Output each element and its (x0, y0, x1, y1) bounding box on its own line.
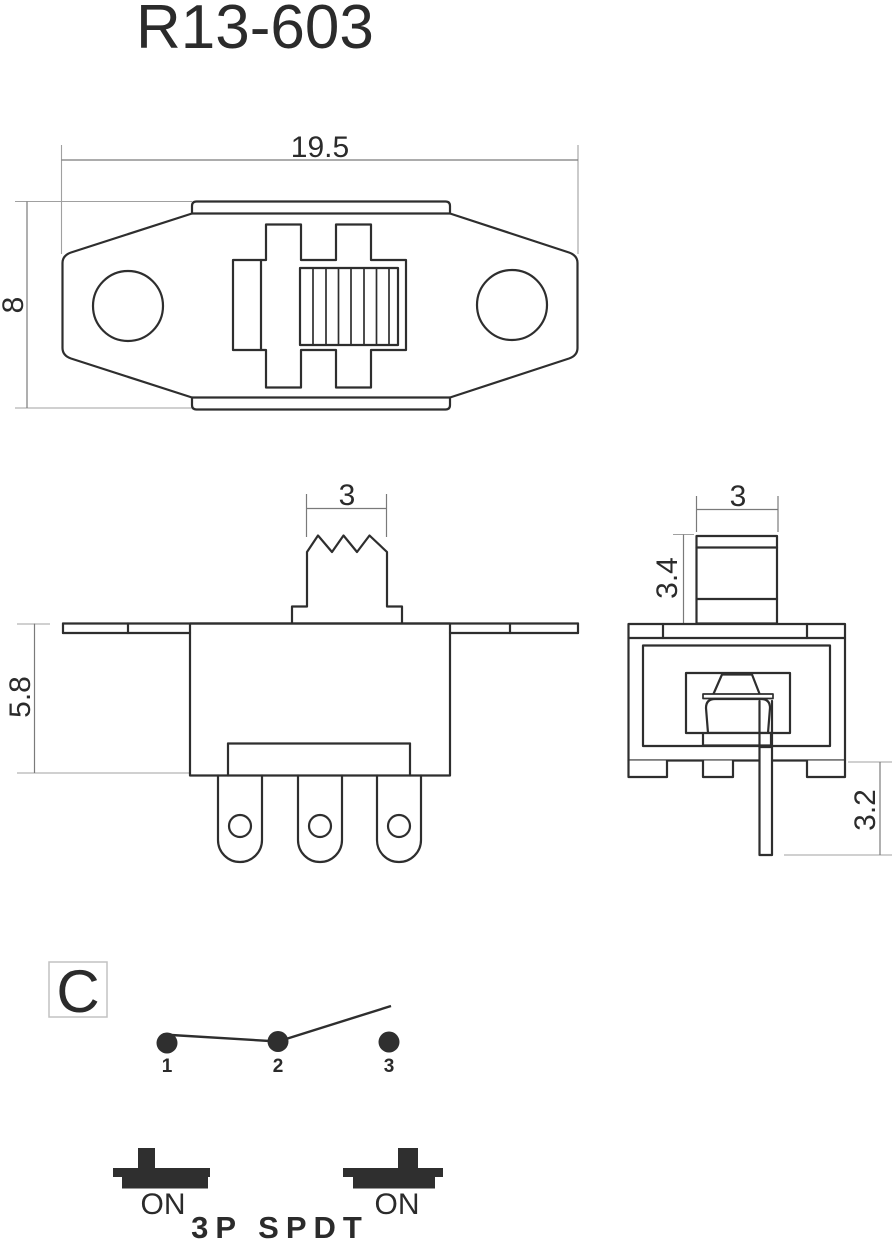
front-height-dimension-label: 5.8 (4, 676, 37, 718)
switch-body-front (188, 622, 452, 777)
terminal-dot-1 (156, 1032, 178, 1054)
mounting-foot (627, 760, 669, 779)
mounting-foot (805, 760, 847, 779)
terminal-number-1: 1 (162, 1056, 173, 1077)
top-lip (190, 200, 452, 215)
side-pin-length-label: 3.2 (849, 789, 882, 831)
bottom-lip (190, 396, 452, 411)
mounting-hole-right (475, 268, 549, 342)
side-actuator (695, 534, 779, 625)
terminal-pin-1 (216, 774, 264, 864)
actuator-plunger (711, 673, 762, 697)
knob-ribs (312, 268, 390, 345)
contact-lever-open (277, 1004, 392, 1043)
top-view: 19.5 8 (0, 131, 579, 411)
top-width-dimension-label: 19.5 (291, 131, 349, 164)
terminal-number-3: 3 (384, 1056, 395, 1077)
terminal-hole-1 (227, 813, 253, 839)
terminal-hole-2 (307, 813, 333, 839)
side-view: 3 3.4 3.2 (627, 480, 892, 857)
top-height-dimension-label: 8 (0, 297, 30, 314)
circuit-label-box (48, 961, 108, 1018)
contact-base (701, 731, 773, 747)
terminal-dot-2 (267, 1031, 289, 1052)
moving-contact-dome (704, 697, 772, 735)
position-symbol-right-icon (343, 1148, 443, 1189)
side-actuator-height-label: 3.4 (651, 557, 684, 599)
circuit-schematic: C 1 2 3 (48, 958, 400, 1077)
page-title: R13-603 (136, 0, 374, 62)
position-right-on-label: ON (375, 1188, 420, 1221)
slider-knob-top (298, 266, 400, 347)
terminal-number-2: 2 (273, 1056, 284, 1077)
terminal-hole-3 (386, 813, 412, 839)
contact-cavity (684, 671, 792, 735)
position-symbol-left-icon (113, 1148, 210, 1189)
terminal-pin-3 (375, 774, 423, 864)
mounting-foot (701, 760, 735, 779)
contact-spring-plate (702, 693, 774, 700)
switch-type-label: 3P SPDT (191, 1210, 369, 1240)
slider-frame (231, 223, 408, 389)
contact-bridge-1-2 (162, 1033, 279, 1043)
mounting-hole-left (91, 269, 165, 343)
mounting-flange (61, 622, 580, 635)
front-actuator-width-label: 3 (339, 479, 356, 512)
terminal-dot-3 (378, 1031, 400, 1053)
front-view: 3 5.8 (4, 479, 580, 864)
front-actuator (290, 534, 404, 625)
base-plate (226, 742, 412, 777)
switch-position-symbols: ON ON 3P SPDT (113, 1148, 443, 1240)
side-actuator-width-label: 3 (730, 480, 747, 513)
terminal-pin-2 (296, 774, 344, 864)
terminal-pin-side (758, 745, 774, 857)
position-left-on-label: ON (141, 1188, 186, 1221)
circuit-type-letter: C (56, 958, 99, 1025)
